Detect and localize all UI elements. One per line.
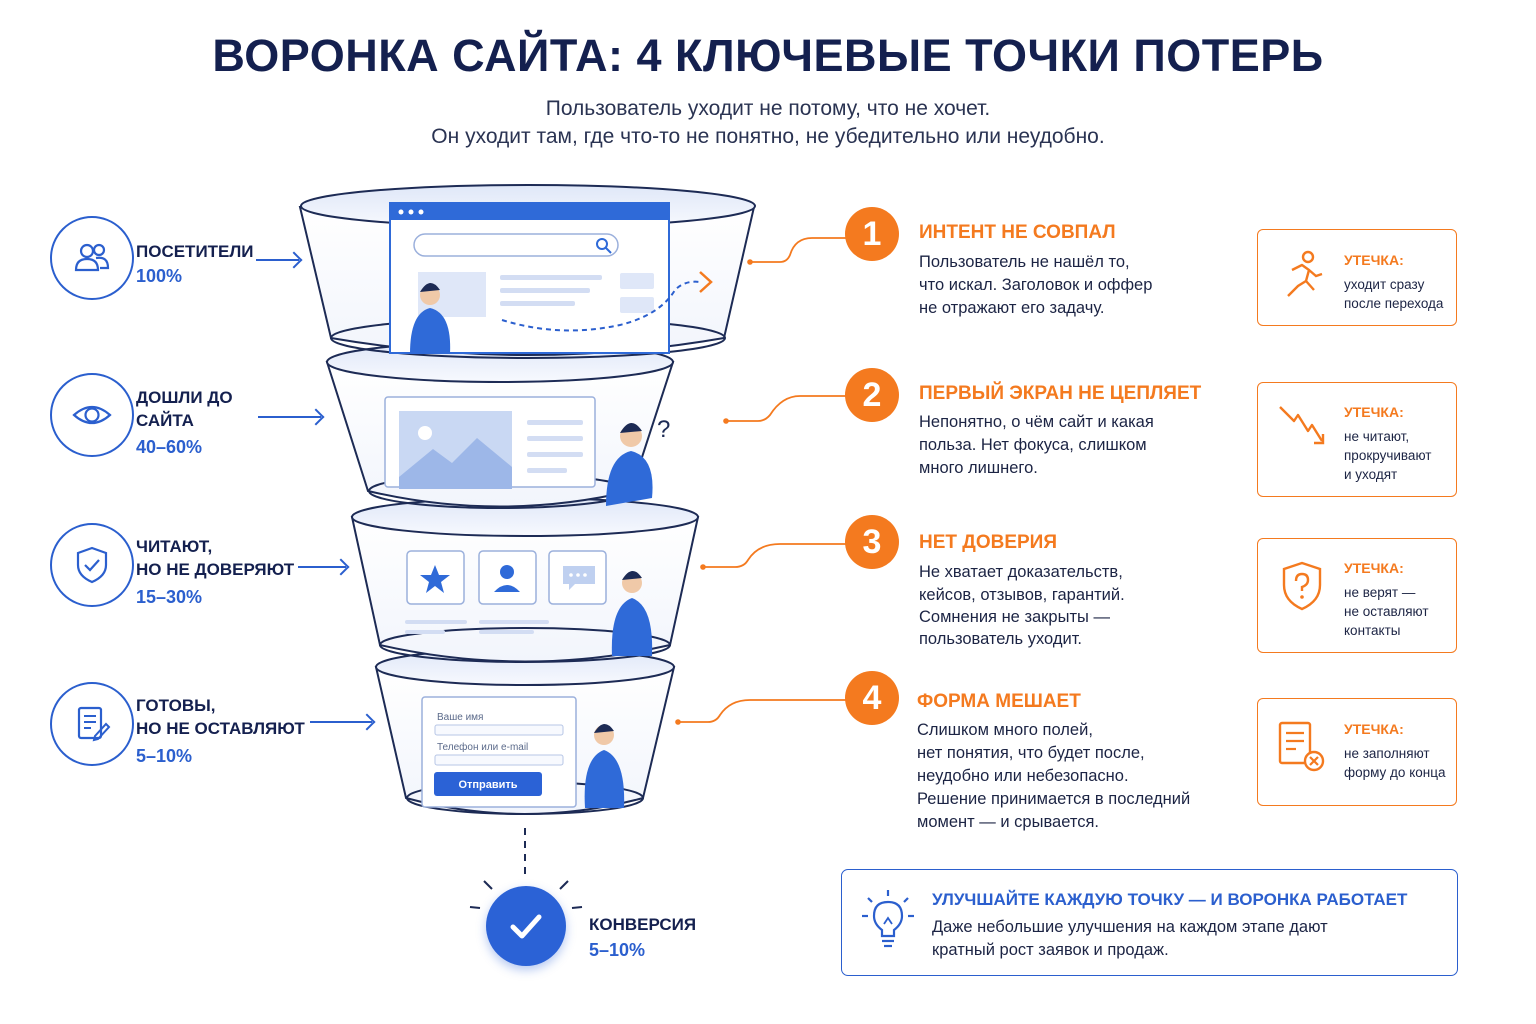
stage-percent-1: 100% bbox=[136, 266, 183, 286]
conversion-percent: 5–10% bbox=[589, 940, 646, 960]
point-text-4-line-4: Решение принимается в последний bbox=[917, 790, 1191, 808]
zigzag-down-arrow-icon bbox=[1279, 406, 1325, 445]
person-figure-4 bbox=[584, 723, 625, 808]
stage-name-2b: САЙТА bbox=[136, 411, 194, 430]
shield-check-icon bbox=[50, 523, 134, 607]
form-contact-label: Телефон или e-mail bbox=[437, 741, 528, 753]
point-text-3-line-4: пользователь уходит. bbox=[919, 630, 1083, 648]
conversion-label: КОНВЕРСИЯ bbox=[589, 915, 697, 934]
leak-box-1: УТЕЧКА: уходит сразу после перехода bbox=[1257, 229, 1457, 326]
subtitle-line-2: Он уходит там, где что-то не понятно, не… bbox=[431, 125, 1105, 148]
exit-arrow-icon bbox=[699, 271, 713, 293]
form-submit-label: Отправить bbox=[458, 779, 517, 791]
number-badge-1: 1 bbox=[845, 207, 899, 261]
subtitle-line-1: Пользователь уходит не потому, что не хо… bbox=[545, 97, 991, 120]
stage-arrow-4 bbox=[310, 721, 372, 723]
point-text-4-line-5: момент — и срывается. bbox=[917, 813, 1099, 831]
number-badge-2: 2 bbox=[845, 368, 899, 422]
leak-text-4-line-2: форму до конца bbox=[1344, 765, 1446, 780]
leak-label-3: УТЕЧКА: bbox=[1344, 560, 1404, 576]
leak-text-3-line-3: контакты bbox=[1344, 623, 1401, 638]
page-title: ВОРОНКА САЙТА: 4 КЛЮЧЕВЫЕ ТОЧКИ ПОТЕРЬ bbox=[212, 30, 1324, 81]
point-text-4-line-1: Слишком много полей, bbox=[917, 721, 1093, 739]
leak-label-4: УТЕЧКА: bbox=[1344, 721, 1404, 737]
lightbulb-icon bbox=[862, 890, 914, 948]
connector-4 bbox=[675, 699, 848, 725]
running-person-icon bbox=[1287, 250, 1323, 297]
leak-text-4-line-1: не заполняют bbox=[1344, 746, 1430, 761]
point-title-2: ПЕРВЫЙ ЭКРАН НЕ ЦЕПЛЯЕТ bbox=[919, 383, 1202, 404]
form-submit-button bbox=[434, 772, 542, 796]
person-figure-1 bbox=[410, 282, 451, 354]
funnel-level-1 bbox=[298, 184, 756, 359]
funnel-level-4: Ваше имя Телефон или e-mail Отправить bbox=[374, 648, 676, 815]
form-name-label: Ваше имя bbox=[437, 712, 483, 723]
shield-question-icon bbox=[1282, 561, 1322, 611]
connector-3 bbox=[700, 543, 848, 570]
point-title-1: ИНТЕНТ НЕ СОВПАЛ bbox=[919, 222, 1116, 243]
stage-name-1: ПОСЕТИТЕЛИ bbox=[136, 242, 254, 261]
user-icon bbox=[500, 565, 514, 579]
point-text-3-line-1: Не хватает доказательств, bbox=[919, 563, 1123, 581]
person-figure-2 bbox=[606, 422, 653, 506]
tip-box: УЛУЧШАЙТЕ КАЖДУЮ ТОЧКУ — И ВОРОНКА РАБОТ… bbox=[841, 869, 1458, 976]
form-edit-icon bbox=[50, 682, 134, 766]
leak-text-1-line-2: после перехода bbox=[1344, 296, 1444, 311]
leak-text-2-line-1: не читают, bbox=[1344, 429, 1410, 444]
tip-title: УЛУЧШАЙТЕ КАЖДУЮ ТОЧКУ — И ВОРОНКА РАБОТ… bbox=[932, 890, 1408, 909]
leak-label-2: УТЕЧКА: bbox=[1344, 404, 1404, 420]
point-text-2-line-2: польза. Нет фокуса, слишком bbox=[919, 436, 1147, 454]
search-icon bbox=[596, 238, 608, 250]
point-title-4: ФОРМА МЕШАЕТ bbox=[917, 691, 1081, 712]
point-text-1-line-2: что искал. Заголовок и оффер bbox=[919, 276, 1153, 294]
point-text-3-line-2: кейсов, отзывов, гарантий. bbox=[919, 586, 1125, 604]
tip-text-line-1: Даже небольшие улучшения на каждом этапе… bbox=[932, 918, 1328, 936]
point-text-2-line-1: Непонятно, о чём сайт и какая bbox=[919, 413, 1154, 431]
leak-text-2-line-2: прокручивают bbox=[1344, 448, 1432, 463]
leak-text-2-line-3: и уходят bbox=[1344, 467, 1398, 482]
tip-text-line-2: кратный рост заявок и продаж. bbox=[932, 941, 1169, 959]
stage-arrow-3 bbox=[298, 566, 346, 568]
leak-box-4: УТЕЧКА: не заполняют форму до конца bbox=[1257, 698, 1457, 806]
stage-percent-3: 15–30% bbox=[136, 587, 203, 607]
point-text-1-line-1: Пользователь не нашёл то, bbox=[919, 253, 1130, 271]
point-text-4-line-2: нет понятия, что будет после, bbox=[917, 744, 1145, 762]
stage-name-2a: ДОШЛИ ДО bbox=[136, 388, 233, 407]
stage-name-4a: ГОТОВЫ, bbox=[136, 696, 216, 715]
connector-2 bbox=[723, 395, 848, 424]
leak-box-3: УТЕЧКА: не верят — не оставляют контакты bbox=[1257, 538, 1457, 653]
funnel-level-2: ? bbox=[325, 341, 675, 509]
point-text-1-line-3: не отражают его задачу. bbox=[919, 299, 1105, 317]
leak-text-3-line-2: не оставляют bbox=[1344, 604, 1429, 619]
stage-arrow-1 bbox=[256, 259, 299, 261]
funnel-level-3 bbox=[350, 497, 700, 663]
connector-1 bbox=[747, 237, 848, 265]
stage-name-3b: НО НЕ ДОВЕРЯЮТ bbox=[136, 560, 295, 579]
person-figure-3 bbox=[611, 570, 653, 656]
leak-text-1-line-1: уходит сразу bbox=[1344, 277, 1425, 292]
stage-name-3a: ЧИТАЮТ, bbox=[136, 537, 213, 556]
point-title-3: НЕТ ДОВЕРИЯ bbox=[919, 532, 1057, 553]
stage-percent-4: 5–10% bbox=[136, 746, 193, 766]
point-text-4-line-3: неудобно или небезопасно. bbox=[917, 767, 1129, 785]
point-text-3-line-3: Сомнения не закрыты — bbox=[919, 608, 1110, 626]
number-badge-4: 4 bbox=[845, 671, 899, 725]
leak-label-1: УТЕЧКА: bbox=[1344, 252, 1404, 268]
point-text-2-line-3: много лишнего. bbox=[919, 459, 1038, 477]
star-icon bbox=[420, 565, 450, 593]
chat-icon bbox=[563, 566, 595, 590]
users-icon bbox=[50, 216, 134, 300]
eye-icon bbox=[50, 373, 134, 457]
stage-percent-2: 40–60% bbox=[136, 437, 203, 457]
question-mark: ? bbox=[657, 416, 670, 443]
leak-box-2: УТЕЧКА: не читают, прокручивают и уходят bbox=[1257, 382, 1457, 497]
leak-text-3-line-1: не верят — bbox=[1344, 585, 1416, 600]
checkmark-icon bbox=[486, 886, 566, 966]
document-cross-icon bbox=[1278, 721, 1325, 772]
stage-name-4b: НО НЕ ОСТАВЛЯЮТ bbox=[136, 719, 305, 738]
stage-arrow-2 bbox=[258, 416, 321, 418]
number-badge-3: 3 bbox=[845, 515, 899, 569]
